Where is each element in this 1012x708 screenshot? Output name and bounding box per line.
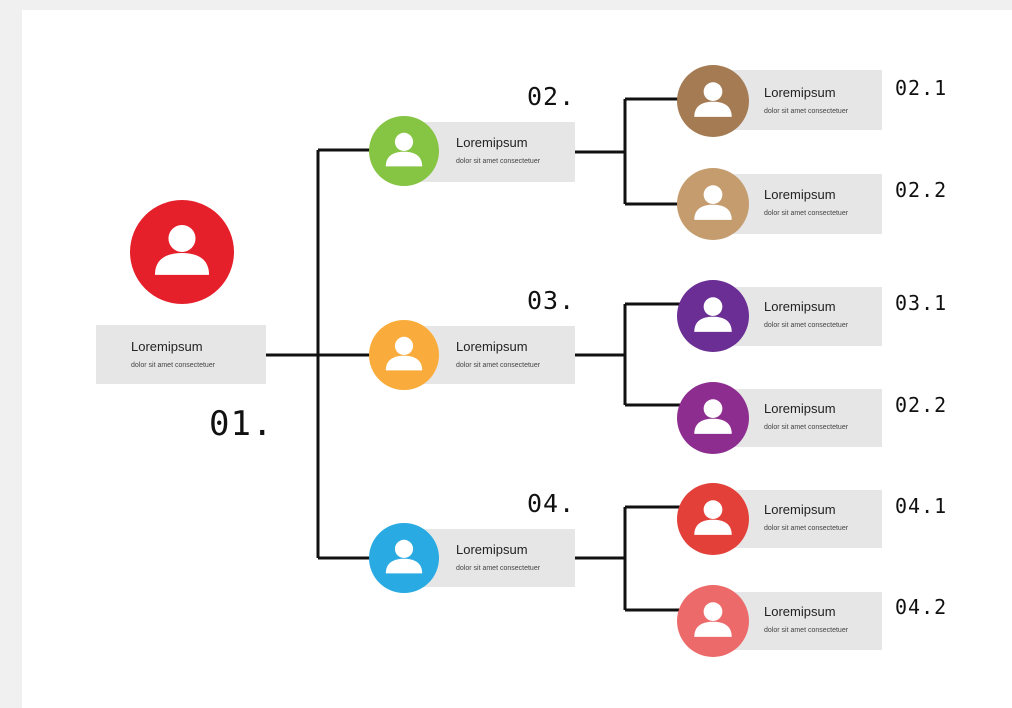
person-icon	[694, 500, 732, 535]
person-icon	[694, 82, 732, 117]
branch-03-title: Loremipsum	[456, 339, 528, 354]
leaf-02-1-number: 02.1	[895, 76, 948, 100]
person-icon	[694, 602, 732, 637]
leaf-04-2-subtitle: dolor sit amet consectetuer	[764, 627, 849, 634]
person-icon	[694, 399, 732, 434]
root-label-box	[96, 325, 266, 384]
leaf-03-1-number: 03.1	[895, 291, 948, 315]
branch-02-avatar	[369, 116, 439, 186]
person-icon	[154, 224, 210, 275]
person-icon	[385, 132, 423, 167]
leaf-03-1-title: Loremipsum	[764, 299, 836, 314]
leaf-02-2-subtitle: dolor sit amet consectetuer	[764, 210, 849, 217]
root-subtitle: dolor sit amet consectetuer	[131, 362, 216, 369]
branch-04-avatar	[369, 523, 439, 593]
branch-04-title: Loremipsum	[456, 542, 528, 557]
leaf-04-2-avatar	[677, 585, 749, 657]
leaf-04-1-title: Loremipsum	[764, 502, 836, 517]
branch-02-number: 02.	[527, 82, 576, 111]
leaf-02-1-subtitle: dolor sit amet consectetuer	[764, 108, 849, 115]
leaf-02-1-title: Loremipsum	[764, 85, 836, 100]
branch-03-subtitle: dolor sit amet consectetuer	[456, 362, 541, 369]
branch-03-avatar	[369, 320, 439, 390]
leaf-04-2-title: Loremipsum	[764, 604, 836, 619]
branch-04-number: 04.	[527, 489, 576, 518]
leaf-04-1-subtitle: dolor sit amet consectetuer	[764, 525, 849, 532]
leaf-03-2-subtitle: dolor sit amet consectetuer	[764, 424, 849, 431]
leaf-04-1-number: 04.1	[895, 494, 948, 518]
root-number: 01.	[209, 404, 274, 444]
root-avatar	[130, 200, 234, 304]
leaf-04-1-avatar	[677, 483, 749, 555]
root-title: Loremipsum	[131, 339, 203, 354]
branch-03-number: 03.	[527, 286, 576, 315]
branch-02-subtitle: dolor sit amet consectetuer	[456, 158, 541, 165]
leaf-03-2-avatar	[677, 382, 749, 454]
person-icon	[694, 297, 732, 332]
leaf-02-1-avatar	[677, 65, 749, 137]
leaf-04-2-number: 04.2	[895, 595, 948, 619]
person-icon	[385, 336, 423, 371]
leaf-03-2-number: 02.2	[895, 393, 948, 417]
branch-04-subtitle: dolor sit amet consectetuer	[456, 565, 541, 572]
leaf-02-2-number: 02.2	[895, 178, 948, 202]
leaf-03-1-avatar	[677, 280, 749, 352]
branch-02-title: Loremipsum	[456, 135, 528, 150]
leaf-02-2-avatar	[677, 168, 749, 240]
leaf-02-2-title: Loremipsum	[764, 187, 836, 202]
leaf-03-2-title: Loremipsum	[764, 401, 836, 416]
person-icon	[385, 539, 423, 574]
leaf-03-1-subtitle: dolor sit amet consectetuer	[764, 322, 849, 329]
person-icon	[694, 185, 732, 220]
